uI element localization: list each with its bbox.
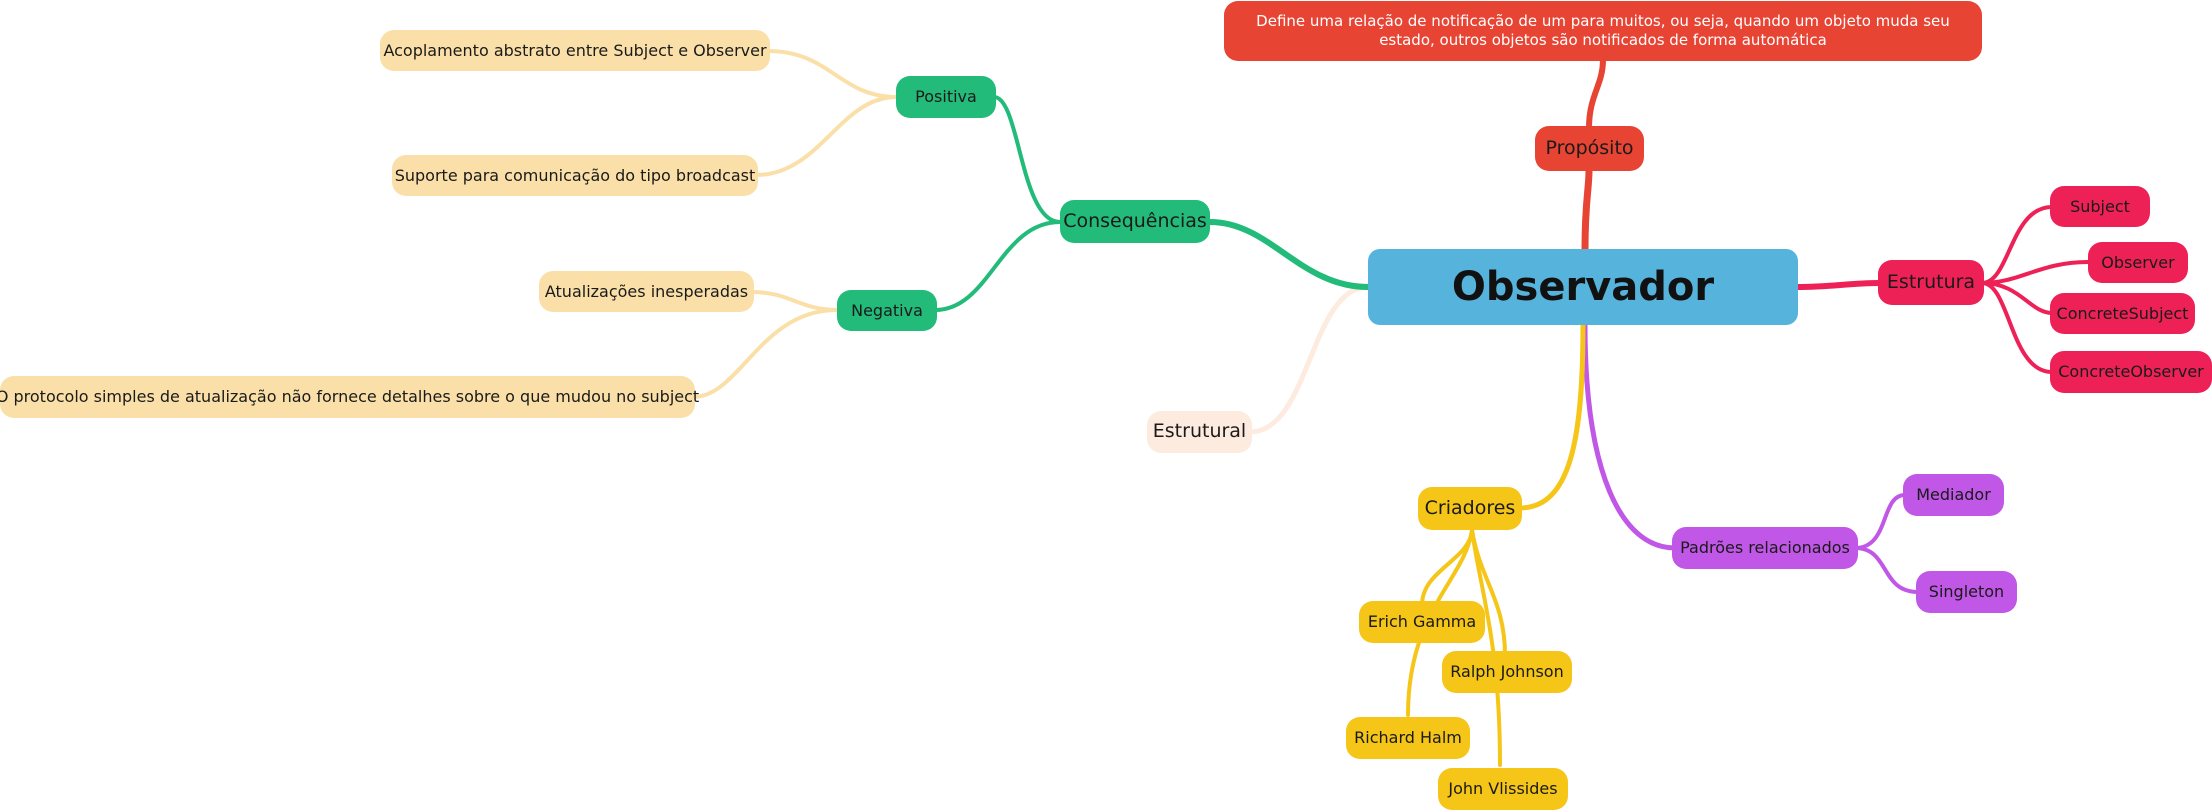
padroes-item-mediador[interactable]: Mediador bbox=[1903, 474, 2004, 516]
criadores-item-richard[interactable]: Richard Halm bbox=[1346, 717, 1470, 759]
proposito-definition[interactable]: Define uma relação de notificação de um … bbox=[1224, 1, 1982, 61]
connector-criadores-erich bbox=[1420, 528, 1474, 607]
criadores-node[interactable]: Criadores bbox=[1418, 487, 1522, 530]
connector-estrutura bbox=[1795, 280, 1883, 290]
criadores-item-ralph[interactable]: Ralph Johnson bbox=[1442, 651, 1572, 693]
positiva-item-acoplamento[interactable]: Acoplamento abstrato entre Subject e Obs… bbox=[380, 30, 770, 71]
connector-positiva-broadcast bbox=[754, 95, 898, 177]
padroes-node[interactable]: Padrões relacionados bbox=[1672, 527, 1858, 569]
negativa-node[interactable]: Negativa bbox=[837, 290, 937, 331]
positiva-node[interactable]: Positiva bbox=[896, 76, 996, 118]
criadores-item-john[interactable]: John Vlissides bbox=[1438, 768, 1568, 810]
connector-positiva-acoplamento bbox=[766, 49, 898, 99]
connector-estrutura-subject bbox=[1980, 205, 2054, 285]
connector-padroes bbox=[1582, 322, 1678, 551]
negativa-item-atualizacoes[interactable]: Atualizações inesperadas bbox=[539, 271, 754, 312]
connector-definition bbox=[1586, 57, 1606, 131]
connector-criadores-john bbox=[1470, 528, 1502, 767]
estrutura-item-concretesubject[interactable]: ConcreteSubject bbox=[2050, 293, 2195, 334]
root-node[interactable]: Observador bbox=[1368, 249, 1798, 325]
connector-criadores bbox=[1517, 322, 1586, 511]
consequencias-node[interactable]: Consequências bbox=[1060, 200, 1210, 243]
padroes-item-singleton[interactable]: Singleton bbox=[1916, 571, 2017, 613]
estrutura-item-subject[interactable]: Subject bbox=[2050, 186, 2150, 227]
estrutura-item-concreteobserver[interactable]: ConcreteObserver bbox=[2050, 351, 2212, 393]
connector-estrutura-concreteobserver bbox=[1980, 281, 2054, 374]
negativa-item-protocolo[interactable]: O protocolo simples de atualização não f… bbox=[0, 376, 699, 418]
connector-estrutura-concretesubject bbox=[1980, 281, 2054, 315]
proposito-node[interactable]: Propósito bbox=[1535, 126, 1644, 171]
estrutura-item-observer[interactable]: Observer bbox=[2088, 242, 2188, 283]
connector-estrutural bbox=[1247, 284, 1371, 435]
estrutural-node[interactable]: Estrutural bbox=[1147, 411, 1252, 453]
connector-negativa-protocolo bbox=[691, 308, 839, 399]
criadores-item-erich[interactable]: Erich Gamma bbox=[1359, 601, 1485, 643]
connector-proposito bbox=[1581, 166, 1593, 254]
positiva-item-broadcast[interactable]: Suporte para comunicação do tipo broadca… bbox=[392, 155, 758, 196]
connector-padroes-mediador bbox=[1853, 493, 1907, 550]
connector-positiva bbox=[992, 95, 1062, 224]
connector-consequencias bbox=[1207, 219, 1371, 290]
connector-padroes-singleton bbox=[1853, 546, 1920, 594]
connector-negativa-atualizacoes bbox=[750, 290, 839, 312]
estrutura-node[interactable]: Estrutura bbox=[1878, 260, 1984, 305]
connector-negativa bbox=[933, 220, 1062, 312]
